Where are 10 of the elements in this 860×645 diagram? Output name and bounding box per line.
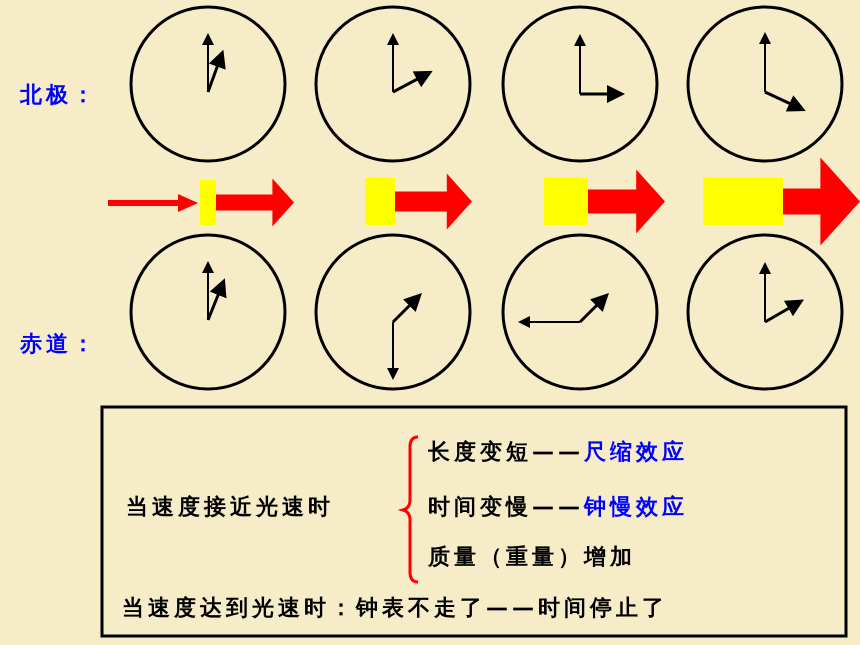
row-label: 赤道： xyxy=(20,332,98,358)
effect-text: 质量（重量）增加 xyxy=(428,545,636,571)
effect-name: 钟慢效应 xyxy=(584,495,688,521)
condition-text: 当速度接近光速时 xyxy=(126,495,334,521)
row-label: 北极： xyxy=(20,83,98,109)
effect-name: 尺缩效应 xyxy=(584,440,688,466)
conclusion-text: 当速度达到光速时：钟表不走了——时间停止了 xyxy=(122,596,668,622)
effect-text: 长度变短—— xyxy=(428,440,584,466)
text-box xyxy=(100,406,848,638)
effect-text: 时间变慢—— xyxy=(428,495,584,521)
